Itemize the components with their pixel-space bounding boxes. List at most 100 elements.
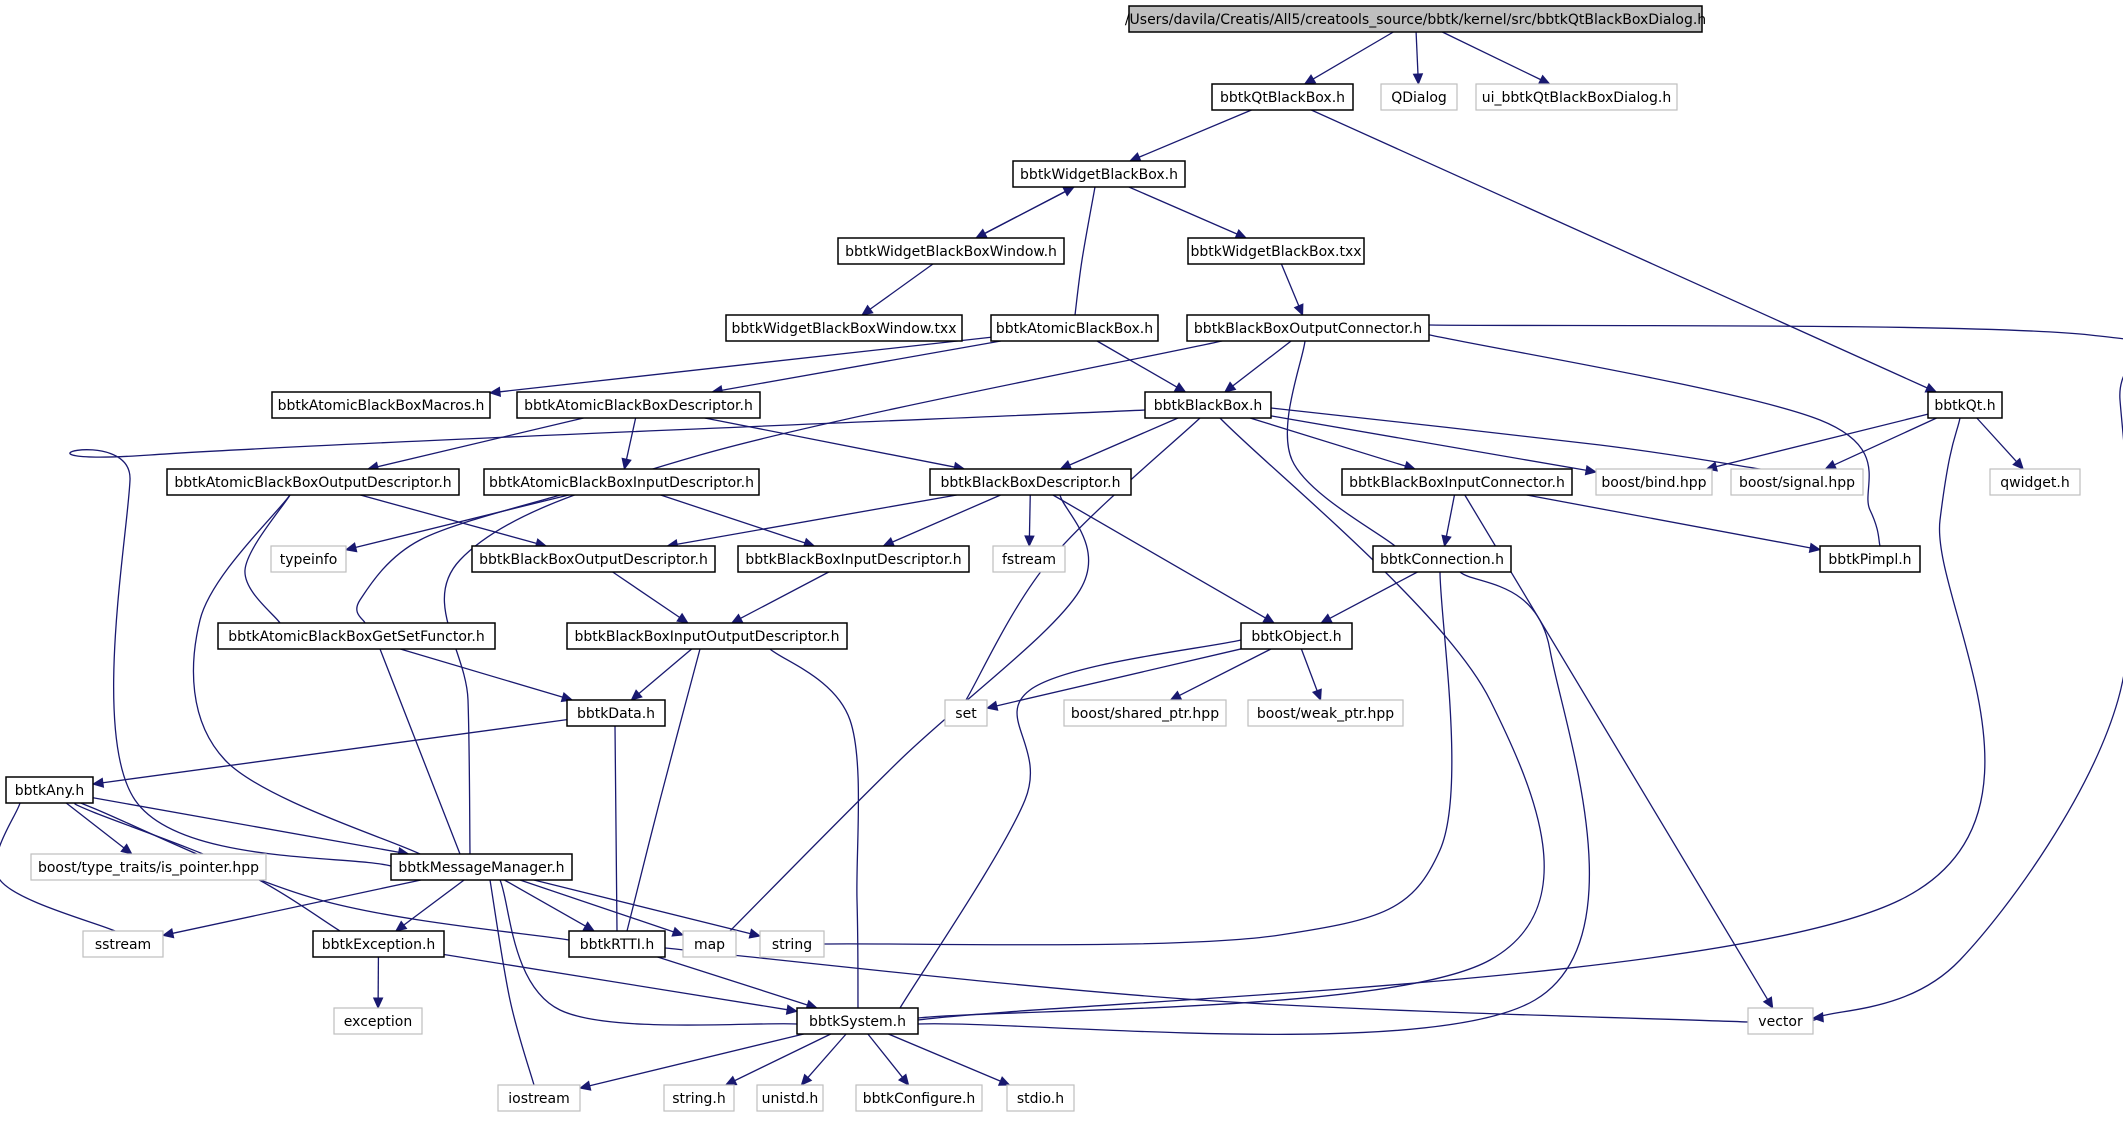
node-label: bbtkMessageManager.h bbox=[398, 860, 564, 876]
node-widgetbbtxx[interactable]: bbtkWidgetBlackBox.txx bbox=[1187, 237, 1365, 265]
node-stringh: string.h bbox=[663, 1084, 735, 1112]
node-box bbox=[1372, 545, 1512, 573]
edge-bbinputconnector-to-vector bbox=[1464, 494, 1774, 1010]
node-box bbox=[312, 930, 445, 958]
edge-line bbox=[1286, 331, 1404, 553]
node-stdio: stdio.h bbox=[1006, 1084, 1075, 1112]
node-box bbox=[166, 468, 460, 496]
node-atomicindesc[interactable]: bbtkAtomicBlackBoxInputDescriptor.h bbox=[483, 468, 760, 496]
edge-line bbox=[1246, 404, 1773, 472]
arrowhead bbox=[1311, 688, 1322, 702]
arrowhead bbox=[1173, 382, 1187, 393]
edge-line bbox=[403, 879, 465, 926]
arrowhead bbox=[985, 700, 999, 711]
node-bboutputconnector[interactable]: bbtkBlackBoxOutputConnector.h bbox=[1186, 314, 1430, 342]
node-label: bbtkAtomicBlackBoxMacros.h bbox=[278, 398, 485, 414]
node-box bbox=[663, 1084, 735, 1112]
node-widgetbb[interactable]: bbtkWidgetBlackBox.h bbox=[1012, 160, 1186, 188]
edge-atomicgetset-to-data bbox=[400, 648, 574, 703]
node-atomicmacros[interactable]: bbtkAtomicBlackBoxMacros.h bbox=[271, 391, 491, 419]
node-bbinoutdesc[interactable]: bbtkBlackBoxInputOutputDescriptor.h bbox=[566, 622, 848, 650]
arrowhead bbox=[800, 1073, 813, 1086]
arrowhead bbox=[785, 1004, 799, 1015]
edge-atomicbb-to-atomicdescriptor bbox=[710, 340, 1002, 396]
node-label: vector bbox=[1758, 1014, 1803, 1030]
node-box bbox=[566, 699, 666, 727]
node-data[interactable]: bbtkData.h bbox=[566, 699, 666, 727]
node-bbindesc[interactable]: bbtkBlackBoxInputDescriptor.h bbox=[737, 545, 970, 573]
edge-line bbox=[1312, 31, 1394, 80]
edge-bboutputconnector-to-connection bbox=[1286, 331, 1404, 553]
edge-data-to-any bbox=[91, 719, 568, 788]
arrowhead bbox=[1441, 534, 1452, 548]
node-root[interactable]: /Users/davila/Creatis/All5/creatools_sou… bbox=[1125, 5, 1706, 33]
node-atomicoutdesc[interactable]: bbtkAtomicBlackBoxOutputDescriptor.h bbox=[166, 468, 460, 496]
node-any[interactable]: bbtkAny.h bbox=[5, 776, 94, 804]
edge-atomicdescriptor-to-bbdescriptor bbox=[704, 417, 966, 473]
node-label: map bbox=[694, 937, 725, 953]
node-connection[interactable]: bbtkConnection.h bbox=[1372, 545, 1512, 573]
node-map: map bbox=[682, 930, 737, 958]
node-qtblackbox[interactable]: bbtkQtBlackBox.h bbox=[1211, 83, 1354, 111]
edge-line bbox=[1442, 31, 1541, 81]
edge-line bbox=[789, 550, 1453, 946]
edge-line bbox=[1300, 648, 1318, 691]
node-label: bbtkPimpl.h bbox=[1828, 552, 1911, 568]
arrowhead bbox=[1319, 613, 1333, 624]
edge-msgmanager-to-exception_h bbox=[394, 879, 465, 932]
node-label: boost/type_traits/is_pointer.hpp bbox=[38, 860, 259, 876]
node-object[interactable]: bbtkObject.h bbox=[1240, 622, 1353, 650]
node-box bbox=[217, 622, 496, 650]
node-label: unistd.h bbox=[762, 1091, 819, 1107]
edge-bbdescriptor-to-bboutdesc bbox=[666, 494, 957, 550]
edge-line bbox=[519, 879, 674, 933]
node-widgetbbwindowtxx[interactable]: bbtkWidgetBlackBoxWindow.txx bbox=[725, 314, 963, 342]
edge-line bbox=[443, 953, 788, 1011]
edge-line bbox=[1270, 415, 1587, 471]
arrowhead bbox=[897, 1073, 910, 1086]
edge-line bbox=[373, 633, 467, 870]
node-atomicbb[interactable]: bbtkAtomicBlackBox.h bbox=[990, 314, 1159, 342]
edge-atomicindesc-to-bbindesc bbox=[660, 494, 816, 548]
node-rtti[interactable]: bbtkRTTI.h bbox=[568, 930, 666, 958]
edge-bboutdesc-to-bbinoutdesc bbox=[612, 571, 689, 624]
node-exception_h[interactable]: bbtkException.h bbox=[312, 930, 445, 958]
node-atomicdescriptor[interactable]: bbtkAtomicBlackBoxDescriptor.h bbox=[516, 391, 761, 419]
node-bbdescriptor[interactable]: bbtkBlackBoxDescriptor.h bbox=[929, 468, 1132, 496]
node-box bbox=[1012, 160, 1186, 188]
node-sstream: sstream bbox=[82, 930, 164, 958]
edge-atomicgetset-to-msgmanager bbox=[373, 633, 467, 870]
node-msgmanager[interactable]: bbtkMessageManager.h bbox=[390, 853, 573, 881]
node-blackbox[interactable]: bbtkBlackBox.h bbox=[1144, 391, 1272, 419]
node-box bbox=[1240, 622, 1353, 650]
edge-line bbox=[400, 648, 563, 698]
edge-msgmanager-to-string bbox=[533, 879, 762, 939]
node-label: QDialog bbox=[1391, 90, 1447, 106]
node-label: /Users/davila/Creatis/All5/creatools_sou… bbox=[1125, 12, 1706, 28]
node-bboutdesc[interactable]: bbtkBlackBoxOutputDescriptor.h bbox=[471, 545, 716, 573]
node-box bbox=[929, 468, 1132, 496]
node-vector: vector bbox=[1747, 1007, 1814, 1035]
edge-line bbox=[1128, 186, 1238, 235]
arrowhead bbox=[676, 612, 689, 624]
edge-widgetbbwindow-to-widgetbbwindowtxx bbox=[861, 263, 934, 316]
edge-line bbox=[1415, 31, 1419, 75]
node-boostbind: boost/bind.hpp bbox=[1595, 468, 1713, 496]
node-qt[interactable]: bbtkQt.h bbox=[1927, 391, 2003, 419]
edge-bbinoutdesc-to-rtti bbox=[623, 637, 704, 942]
node-pimpl[interactable]: bbtkPimpl.h bbox=[1819, 545, 1921, 573]
node-label: boost/shared_ptr.hpp bbox=[1071, 706, 1219, 722]
node-label: bbtkBlackBoxOutputConnector.h bbox=[1194, 321, 1422, 337]
node-widgetbbwindow[interactable]: bbtkWidgetBlackBoxWindow.h bbox=[837, 237, 1065, 265]
node-box bbox=[759, 930, 825, 958]
edge-line bbox=[499, 336, 992, 393]
arrowhead bbox=[630, 689, 643, 701]
edge-line bbox=[740, 571, 830, 619]
node-box bbox=[1747, 1007, 1814, 1035]
arrowhead bbox=[1412, 73, 1424, 86]
edge-bbinputconnector-to-connection bbox=[1441, 494, 1456, 548]
arrowhead bbox=[861, 304, 874, 316]
node-atomicgetset[interactable]: bbtkAtomicBlackBoxGetSetFunctor.h bbox=[217, 622, 496, 650]
node-bbinputconnector[interactable]: bbtkBlackBoxInputConnector.h bbox=[1341, 468, 1573, 496]
node-system[interactable]: bbtkSystem.h bbox=[796, 1007, 919, 1035]
